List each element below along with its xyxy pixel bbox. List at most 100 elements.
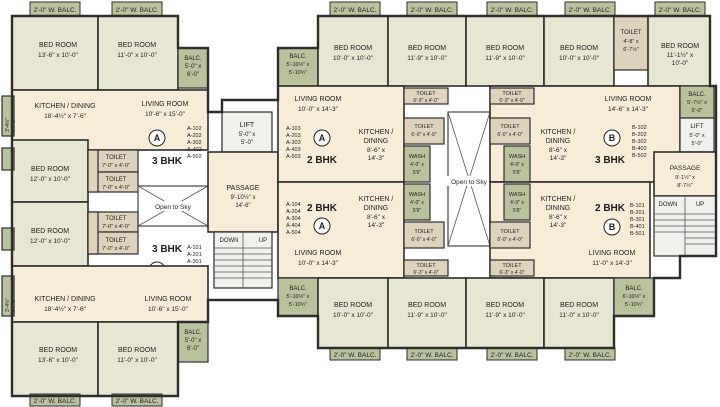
unit-number: B-502: [632, 153, 647, 159]
outer-walls: [10, 14, 718, 398]
balcony-label: BALC.: [184, 56, 202, 62]
room-name: BED ROOM: [39, 42, 77, 49]
wash-dimension: x 4'-0": [11, 118, 17, 132]
unit-number: B-301: [630, 217, 645, 223]
toilet-dimension: 6'-0" x 4'-0": [497, 132, 522, 138]
unit-type: 2 BHK: [307, 203, 338, 214]
balcony: [679, 85, 715, 119]
room-name: DINING: [364, 205, 389, 212]
room-name: KITCHEN / DINING: [34, 296, 95, 303]
toilet: [613, 15, 649, 71]
room-name: KITCHEN /: [541, 129, 576, 136]
unit-number: B-401: [630, 224, 645, 230]
balcony-dimension: 5'-0" x: [185, 338, 202, 344]
shaft: [87, 149, 99, 193]
toilet: [489, 87, 535, 105]
shaft: [87, 211, 99, 255]
unit-number: A-502: [187, 154, 202, 160]
unit-number: A-104: [286, 202, 301, 208]
bedroom: [97, 321, 179, 397]
room-dimension: 11'-0" x 14'-3": [592, 260, 632, 267]
wash-dimension: 4'-0" x: [510, 200, 524, 206]
room-dimension: 10'-0": [672, 60, 689, 67]
stair-up-label: UP: [259, 238, 267, 244]
balcony-dimension: 5'-10½" x: [287, 293, 310, 300]
unit-type: 3 BHK: [595, 155, 626, 166]
toilet-label: TOILET: [416, 91, 436, 97]
w-balcony-label: 2'-0" W. BALC.: [569, 352, 612, 359]
unit-badge: [603, 218, 621, 236]
open-to-sky-label: Open to Sky: [155, 204, 192, 211]
stair-up-label: UP: [696, 202, 704, 208]
unit-number: A-303: [286, 140, 301, 146]
toilet-label: TOILET: [502, 91, 522, 97]
wash-dimension: 5'6": [413, 170, 422, 176]
w-balcony-label: 2'-0" W. BALC.: [411, 7, 454, 14]
unit-number: A-102: [187, 126, 202, 132]
unit-number: A-304: [286, 216, 301, 222]
unit-type: 3 BHK: [152, 244, 183, 255]
room-name: BED ROOM: [31, 228, 69, 235]
room-dimension: 10'-0" x 14'-3": [298, 106, 339, 113]
toilet: [403, 221, 445, 249]
unit-number: A-402: [187, 147, 202, 153]
room-dimension: 11'-9" x 10'-0": [485, 312, 525, 319]
unit-type: 2 BHK: [595, 203, 626, 214]
room-dimension: 10'-6" x 15'-0": [145, 111, 186, 118]
unit-number: A-403: [286, 147, 301, 153]
lift: [679, 117, 715, 153]
toilet-label: TOILET: [106, 177, 127, 183]
passage: [653, 151, 717, 197]
sky-label-bg: [445, 176, 493, 186]
balcony-label: BALC.: [289, 54, 307, 60]
kitchen-living-area: [11, 265, 209, 323]
unit-number: B-302: [632, 139, 647, 145]
wash-label: WASH: [409, 192, 425, 198]
toilet-label: TOILET: [500, 124, 520, 130]
balcony: [177, 321, 209, 363]
bedroom: [97, 15, 179, 91]
room-dimension: 10'-0" x 10'-0": [333, 312, 374, 319]
toilet-dimension: 4'-8" x: [623, 39, 638, 45]
balcony-label: BALC.: [289, 286, 307, 292]
toilet-dimension: 6'-3" x 4'-0": [499, 98, 524, 104]
middle-wing: 2'-0" W. BALC. 2'-0" W. BALC. BALC. 5'-1…: [277, 1, 467, 361]
room-name: KITCHEN /: [359, 129, 394, 136]
w-balcony-label: 2'-0" W. BALC.: [659, 7, 702, 14]
room-dimension: 8'-6" x: [367, 147, 386, 154]
room-name: LIVING ROOM: [605, 96, 652, 103]
lift-dimension: 5'-0" x: [239, 132, 256, 138]
room-name: LIVING ROOM: [142, 101, 189, 108]
wash-dimension: 5'6": [413, 208, 422, 214]
wash-label: WASH: [509, 154, 525, 160]
w-balcony-label: 2'-0" W. BALC.: [411, 352, 454, 359]
unit-badge: [313, 129, 331, 147]
balcony: [277, 277, 319, 317]
wash-dimension: 5'6": [513, 170, 522, 176]
toilet-dimension: 6'-0" x 4'-0": [411, 132, 436, 138]
bedroom: [647, 15, 711, 87]
room-dimension: 11'-1½" x: [667, 51, 694, 59]
unit-number: B-201: [630, 210, 645, 216]
left-wing: 2'-0" W. BALC. 2'-0" W. BALC. BED ROOM 1…: [1, 1, 209, 407]
wash-dimension: x 4'-0": [11, 298, 17, 312]
room-name: BED ROOM: [486, 45, 524, 52]
room-name: KITCHEN /: [359, 196, 394, 203]
stair-down-label: DOWN: [220, 238, 239, 244]
right-wing: 2'-0" W. BALC. 2'-0" W. BALC. 2'-0" W. B…: [465, 1, 717, 361]
wash-dimension: 4'-0" x: [410, 200, 424, 206]
living-kitchen-area: [277, 85, 405, 183]
toilet-dimension: 7'-0" x 4'-0": [102, 185, 130, 191]
room-name: KITCHEN / DINING: [34, 103, 95, 110]
room-dimension: 10'-0" x 10'-0": [559, 55, 600, 62]
lift-dimension: 5'-0": [241, 140, 253, 146]
room-dimension: 13'-6" x 10'-0": [38, 52, 79, 59]
open-to-sky-label: Open to Sky: [451, 179, 488, 186]
unit-number: A-503: [286, 154, 301, 160]
room-name: BED ROOM: [560, 302, 598, 309]
bedroom: [387, 277, 467, 349]
balcony-dimension: 6'-0": [187, 72, 199, 78]
passage-label: PASSAGE: [227, 185, 260, 192]
toilet-dimension: 7'-0" x 4'-0": [102, 163, 130, 169]
